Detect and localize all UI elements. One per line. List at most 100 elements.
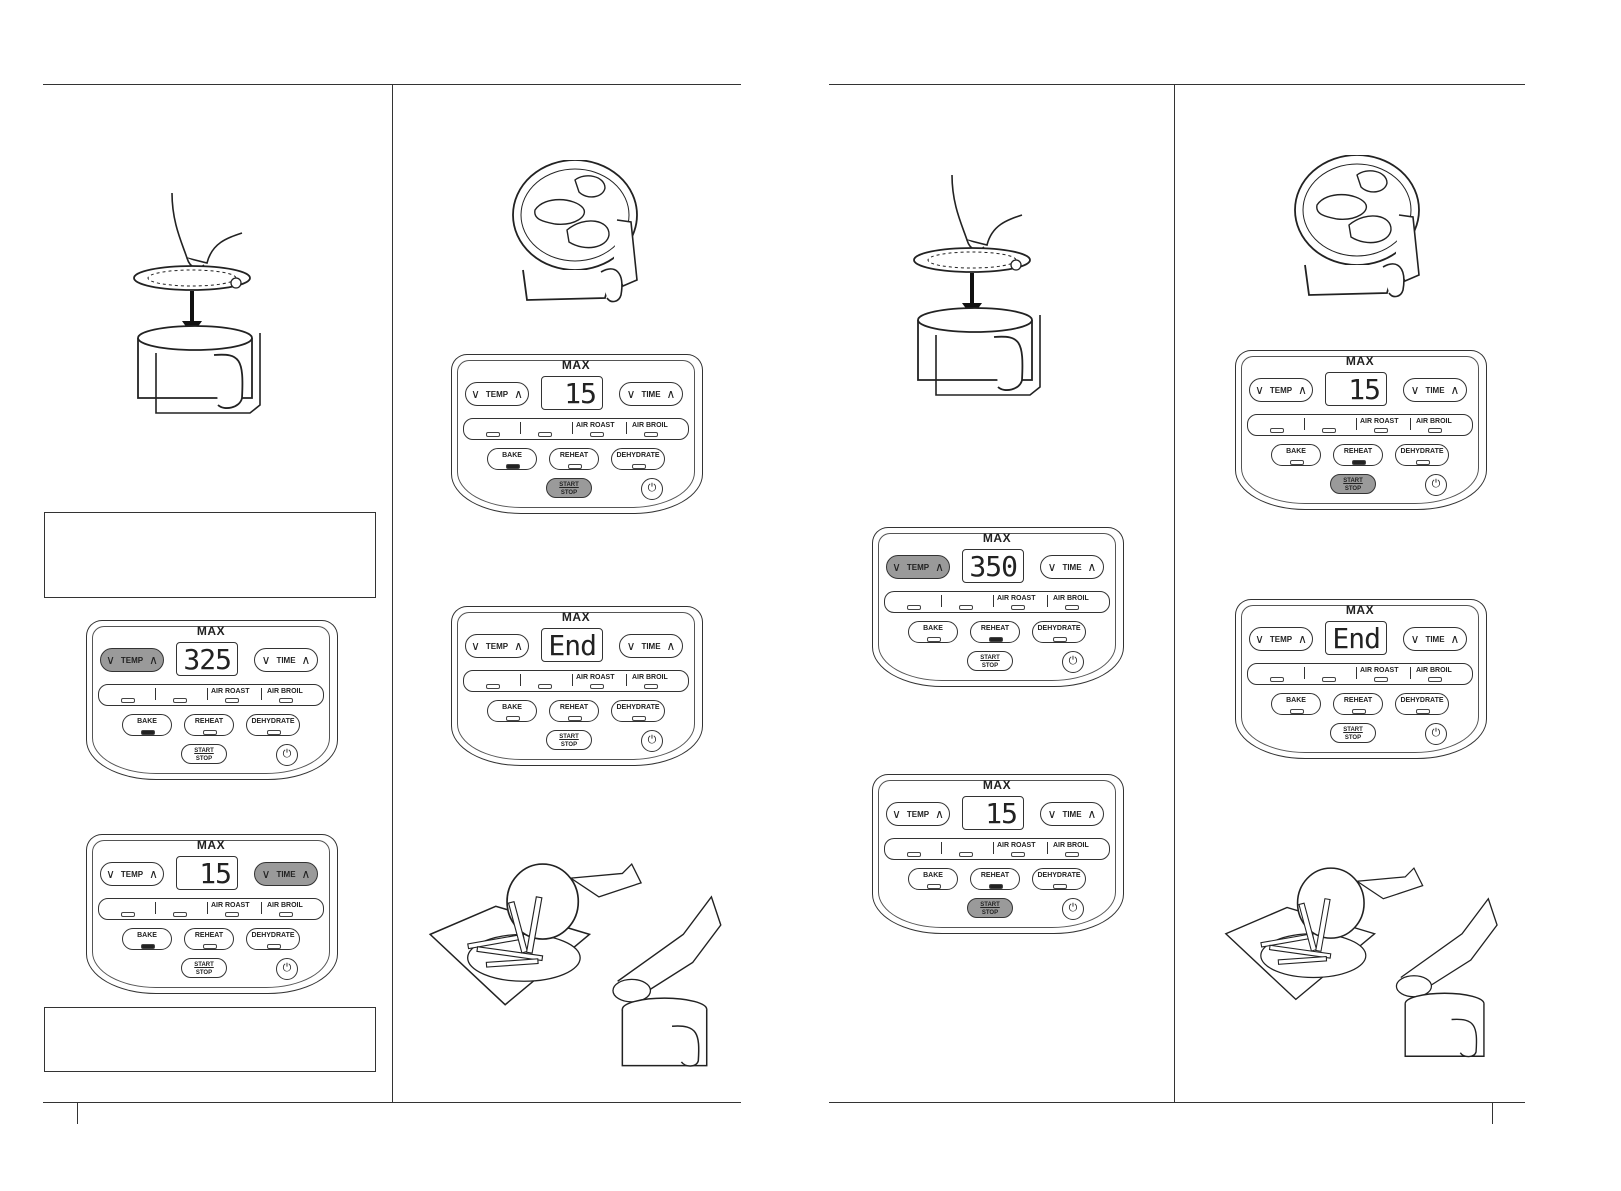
air-broil-label[interactable]: AIR BROIL [1416, 418, 1452, 425]
power-icon[interactable]: ⏻ [276, 744, 298, 766]
air-broil-label[interactable]: AIR BROIL [267, 688, 303, 695]
dehydrate-button[interactable]: DEHYDRATE [1395, 693, 1449, 715]
mode-led [590, 684, 604, 689]
air-broil-label[interactable]: AIR BROIL [1053, 842, 1089, 849]
dehydrate-led [267, 730, 281, 735]
time-button[interactable]: ∨ TIME ∧ [254, 862, 318, 886]
start-stop-button[interactable]: START STOP [967, 898, 1013, 918]
mode-led [1065, 852, 1079, 857]
mode-led [225, 698, 239, 703]
start-stop-button[interactable]: START STOP [546, 730, 592, 750]
air-broil-label[interactable]: AIR BROIL [1053, 595, 1089, 602]
power-icon[interactable]: ⏻ [1425, 723, 1447, 745]
chevron-up-icon: ∧ [1298, 383, 1307, 397]
air-roast-label[interactable]: AIR ROAST [576, 422, 615, 429]
reheat-button[interactable]: REHEAT [970, 621, 1020, 643]
air-roast-label[interactable]: AIR ROAST [576, 674, 615, 681]
chevron-up-icon: ∧ [666, 387, 676, 401]
reheat-button[interactable]: REHEAT [1333, 444, 1383, 466]
bake-button[interactable]: BAKE [908, 868, 958, 890]
start-stop-button[interactable]: START STOP [1330, 474, 1376, 494]
bake-button[interactable]: BAKE [122, 928, 172, 950]
bake-button[interactable]: BAKE [908, 621, 958, 643]
mode-divider [993, 595, 994, 607]
temp-button[interactable]: ∨ TEMP ∧ [1249, 627, 1313, 651]
air-roast-label[interactable]: AIR ROAST [211, 688, 250, 695]
temp-button[interactable]: ∨ TEMP ∧ [465, 634, 529, 658]
power-icon[interactable]: ⏻ [1062, 898, 1084, 920]
power-icon[interactable]: ⏻ [1062, 651, 1084, 673]
bake-button[interactable]: BAKE [487, 700, 537, 722]
temp-button[interactable]: ∨ TEMP ∧ [465, 382, 529, 406]
time-button[interactable]: ∨ TIME ∧ [1403, 627, 1467, 651]
reheat-led [989, 637, 1003, 642]
time-button[interactable]: ∨ TIME ∧ [1403, 378, 1467, 402]
bake-button[interactable]: BAKE [1271, 693, 1321, 715]
time-label: TIME [276, 869, 296, 879]
time-button[interactable]: ∨ TIME ∧ [1040, 802, 1104, 826]
start-stop-button[interactable]: START STOP [181, 958, 227, 978]
reheat-button[interactable]: REHEAT [1333, 693, 1383, 715]
bake-label: BAKE [923, 872, 943, 879]
air-broil-label[interactable]: AIR BROIL [632, 422, 668, 429]
temp-button[interactable]: ∨ TEMP ∧ [886, 802, 950, 826]
temp-button[interactable]: ∨ TEMP ∧ [100, 862, 164, 886]
air-roast-label[interactable]: AIR ROAST [1360, 667, 1399, 674]
air-broil-label[interactable]: AIR BROIL [632, 674, 668, 681]
start-label: START [559, 482, 579, 488]
bake-label: BAKE [502, 452, 522, 459]
mode-led [225, 912, 239, 917]
reheat-button[interactable]: REHEAT [184, 928, 234, 950]
reheat-button[interactable]: REHEAT [549, 448, 599, 470]
mode-led [1374, 677, 1388, 682]
reheat-led [203, 730, 217, 735]
power-icon[interactable]: ⏻ [641, 478, 663, 500]
chevron-up-icon: ∧ [301, 867, 311, 881]
air-broil-label[interactable]: AIR BROIL [267, 902, 303, 909]
reheat-button[interactable]: REHEAT [549, 700, 599, 722]
bake-button[interactable]: BAKE [122, 714, 172, 736]
start-stop-button[interactable]: START STOP [181, 744, 227, 764]
bake-label: BAKE [1286, 448, 1306, 455]
reheat-led [568, 716, 582, 721]
time-button[interactable]: ∨ TIME ∧ [619, 634, 683, 658]
air-roast-label[interactable]: AIR ROAST [997, 842, 1036, 849]
reheat-button[interactable]: REHEAT [970, 868, 1020, 890]
dehydrate-led [632, 464, 646, 469]
start-stop-button[interactable]: START STOP [546, 478, 592, 498]
air-roast-label[interactable]: AIR ROAST [997, 595, 1036, 602]
bake-led [141, 730, 155, 735]
bake-button[interactable]: BAKE [1271, 444, 1321, 466]
temp-button[interactable]: ∨ TEMP ∧ [100, 648, 164, 672]
max-label: MAX [196, 838, 226, 852]
temp-button[interactable]: ∨ TEMP ∧ [1249, 378, 1313, 402]
bake-button[interactable]: BAKE [487, 448, 537, 470]
dehydrate-button[interactable]: DEHYDRATE [1395, 444, 1449, 466]
air-broil-label[interactable]: AIR BROIL [1416, 667, 1452, 674]
temp-button[interactable]: ∨ TEMP ∧ [886, 555, 950, 579]
stop-label: STOP [981, 663, 999, 669]
dehydrate-button[interactable]: DEHYDRATE [246, 928, 300, 950]
air-roast-label[interactable]: AIR ROAST [1360, 418, 1399, 425]
air-roast-label[interactable]: AIR ROAST [211, 902, 250, 909]
dehydrate-button[interactable]: DEHYDRATE [1032, 621, 1086, 643]
mode-strip: AIR ROAST AIR BROIL [884, 591, 1110, 613]
time-button[interactable]: ∨ TIME ∧ [254, 648, 318, 672]
power-icon[interactable]: ⏻ [1425, 474, 1447, 496]
dehydrate-button[interactable]: DEHYDRATE [246, 714, 300, 736]
start-stop-button[interactable]: START STOP [1330, 723, 1376, 743]
mode-led [121, 912, 135, 917]
chevron-down-icon: ∨ [471, 387, 480, 401]
time-button[interactable]: ∨ TIME ∧ [1040, 555, 1104, 579]
start-stop-button[interactable]: START STOP [967, 651, 1013, 671]
reheat-button[interactable]: REHEAT [184, 714, 234, 736]
dehydrate-button[interactable]: DEHYDRATE [611, 448, 665, 470]
time-button[interactable]: ∨ TIME ∧ [619, 382, 683, 406]
mode-led [1322, 677, 1336, 682]
power-icon[interactable]: ⏻ [641, 730, 663, 752]
dehydrate-button[interactable]: DEHYDRATE [1032, 868, 1086, 890]
mode-divider [572, 422, 573, 434]
power-icon[interactable]: ⏻ [276, 958, 298, 980]
dehydrate-button[interactable]: DEHYDRATE [611, 700, 665, 722]
reheat-led [203, 944, 217, 949]
